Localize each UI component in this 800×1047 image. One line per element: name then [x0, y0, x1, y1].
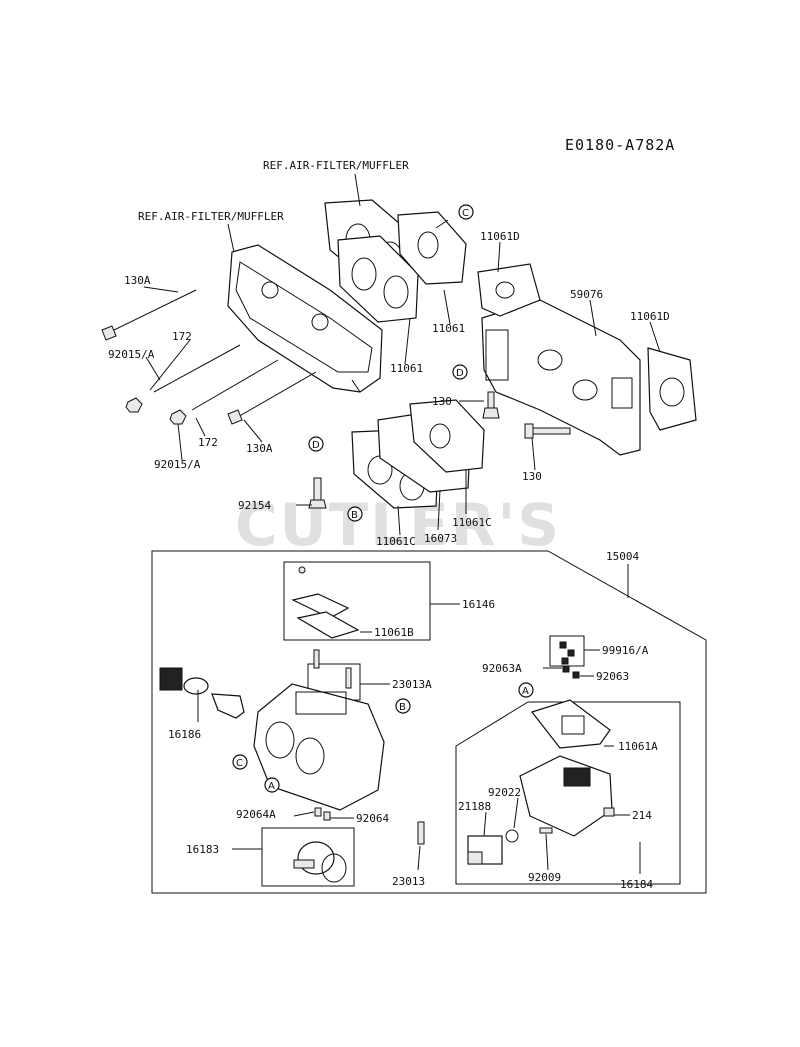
part-label-16146: 16146 [462, 598, 495, 611]
part-label-92015a-top: 92015/A [108, 348, 155, 361]
part-label-130a-top: 130A [124, 274, 151, 287]
box-16146 [283, 561, 431, 641]
leader-lines [143, 173, 661, 874]
part-label-23013: 23013 [392, 875, 425, 888]
stud-172-bottom [191, 359, 279, 411]
jet-23013 [417, 821, 425, 845]
box-16183 [261, 827, 355, 887]
nut-92015a-top [125, 397, 143, 413]
part-label-172-bottom: 172 [198, 436, 218, 449]
part-label-16073: 16073 [424, 532, 457, 545]
part-label-130-right: 130 [522, 470, 542, 483]
solenoid-21188 [467, 835, 503, 865]
part-label-172-top: 172 [172, 330, 192, 343]
jet-92063a [562, 665, 570, 673]
svg-text:C: C [462, 208, 469, 219]
svg-text:A: A [522, 686, 529, 697]
part-label-130-left: 130 [432, 395, 452, 408]
gasket-upper-b [337, 235, 419, 323]
callout-c-upper: C [458, 204, 474, 220]
screw-92009 [539, 827, 553, 834]
svg-text:C: C [236, 758, 243, 769]
manifold-59076 [481, 299, 641, 456]
part-label-92015a-bottom: 92015/A [154, 458, 201, 471]
intake-plate [227, 244, 383, 393]
part-label-92064: 92064 [356, 812, 389, 825]
callout-b-carb: B [395, 698, 411, 714]
part-label-11061-b: 11061 [390, 362, 423, 375]
jet-92064a [314, 807, 322, 817]
washer-92022 [505, 829, 519, 843]
part-label-21188: 21188 [458, 800, 491, 813]
bolt-130-left [482, 391, 500, 419]
callout-d-left: D [308, 436, 324, 452]
svg-text:D: D [312, 440, 320, 451]
carburetor-box-outline [151, 550, 707, 894]
ref-label-upper: REF.AIR-FILTER/MUFFLER [263, 159, 409, 172]
callout-d-right: D [452, 364, 468, 380]
part-label-99916a: 99916/A [602, 644, 649, 657]
gasket-11061d-right [647, 347, 697, 431]
part-label-214: 214 [632, 809, 652, 822]
part-label-11061c-left: 11061C [376, 535, 416, 548]
svg-text:D: D [456, 368, 464, 379]
part-label-11061b: 11061B [374, 626, 414, 639]
gasket-11061d-top [477, 263, 541, 317]
float-bowl [519, 755, 613, 837]
bolt-130-right [524, 423, 571, 439]
part-label-92154: 92154 [238, 499, 271, 512]
part-label-92022: 92022 [488, 786, 521, 799]
jet-92064 [323, 811, 331, 821]
bolt-130a-bottom [227, 371, 317, 425]
svg-text:A: A [268, 781, 275, 792]
part-label-92063a: 92063A [482, 662, 522, 675]
stud-172-top [153, 344, 241, 393]
part-label-11061d-right: 11061D [630, 310, 670, 323]
part-label-59076: 59076 [570, 288, 603, 301]
diagram-code: E0180-A782A [565, 136, 675, 154]
screw-214 [603, 807, 615, 817]
nut-92015a-bottom [169, 409, 187, 425]
part-label-92063: 92063 [596, 670, 629, 683]
callout-c-carb: C [232, 754, 248, 770]
callout-a-carb: A [264, 777, 280, 793]
part-label-11061c-right: 11061C [452, 516, 492, 529]
callout-a-bowl: A [518, 682, 534, 698]
part-label-16184: 16184 [620, 878, 653, 891]
plate-16146 [291, 566, 360, 639]
ref-label-lower: REF.AIR-FILTER/MUFFLER [138, 210, 284, 223]
carburetor-body [253, 683, 385, 811]
part-label-11061-a: 11061 [432, 322, 465, 335]
part-label-11061d-top: 11061D [480, 230, 520, 243]
part-label-16183: 16183 [186, 843, 219, 856]
part-label-130a-bottom: 130A [246, 442, 273, 455]
solenoid-16186 [159, 667, 245, 719]
gasket-11061c-right [409, 399, 485, 473]
callout-b-left: B [347, 506, 363, 522]
part-16183 [293, 841, 347, 883]
part-label-92009: 92009 [528, 871, 561, 884]
part-label-92064a: 92064A [236, 808, 276, 821]
part-label-15004: 15004 [606, 550, 639, 563]
svg-text:B: B [351, 510, 358, 521]
gasket-c [397, 211, 467, 285]
part-label-23013a: 23013A [392, 678, 432, 691]
part-label-11061a: 11061A [618, 740, 658, 753]
part-label-16186: 16186 [168, 728, 201, 741]
jet-92063 [572, 671, 580, 679]
svg-text:B: B [399, 702, 406, 713]
gasket-11061a [530, 699, 611, 749]
bolt-130a-top [101, 289, 197, 341]
box-16184 [455, 701, 681, 885]
